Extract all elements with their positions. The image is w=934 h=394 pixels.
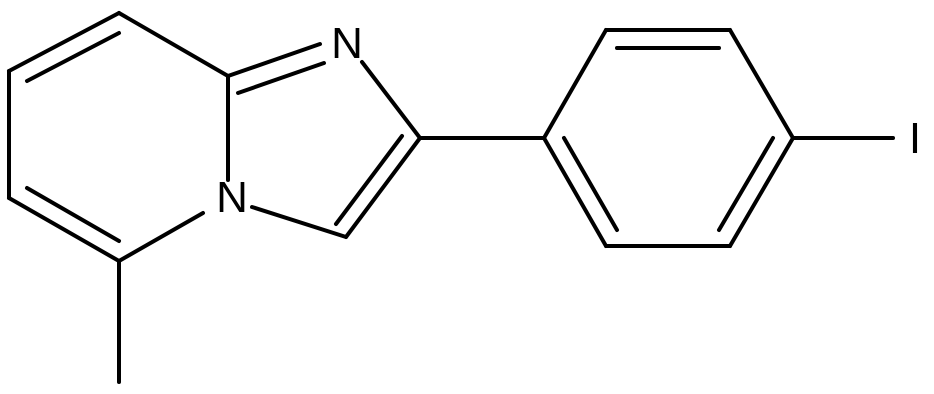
bond-c2-c3 [344, 136, 422, 239]
imidazole-ring [226, 42, 422, 239]
bond-c7-c8-inner [25, 31, 121, 83]
bond-ar1 [542, 28, 608, 140]
bond-ar4 [728, 136, 795, 248]
atom-label-iodine: I [909, 114, 921, 163]
bond-c8a-n1-inner [236, 61, 326, 95]
bond-c5-c6-inner [25, 186, 121, 243]
bond-c5-n4 [117, 211, 205, 263]
bond-c5-c6 [7, 196, 121, 263]
bond-ar4-inner [717, 136, 775, 232]
bond-c8-c8a [117, 11, 230, 78]
bond-c3-n4 [250, 205, 348, 239]
bond-n1-c2 [360, 60, 422, 140]
pyridine-ring [7, 11, 230, 384]
bond-ar6 [542, 136, 608, 248]
bond-c7-c8 [7, 11, 121, 73]
benzene-ring [542, 28, 795, 248]
bond-ar3 [728, 28, 795, 140]
bond-ar6-inner [562, 136, 619, 232]
bond-c8a-n1 [226, 42, 322, 78]
atom-label-n-imine: N [331, 19, 363, 68]
bond-c2-c3-inner [334, 134, 404, 226]
atom-label-n-bridgehead: N [216, 173, 248, 222]
